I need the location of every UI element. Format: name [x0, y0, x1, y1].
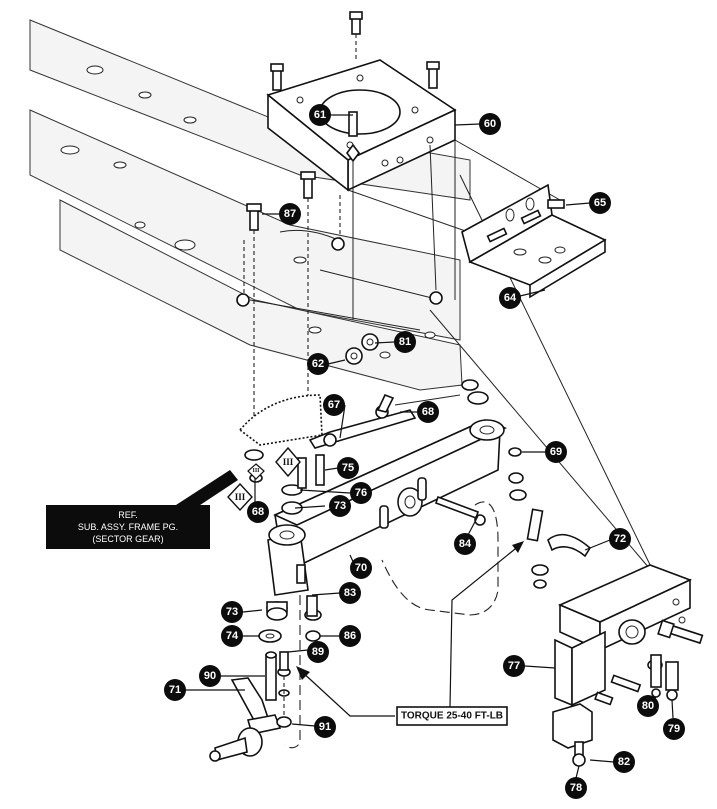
right-mount-plate [557, 564, 704, 652]
callout-67: 67 [323, 394, 345, 416]
svg-text:III: III [283, 457, 294, 467]
svg-text:72: 72 [614, 533, 626, 545]
svg-text:67: 67 [328, 399, 340, 411]
callout-68b: 68 [247, 501, 269, 523]
svg-text:71: 71 [169, 684, 181, 696]
callout-74: 74 [221, 625, 243, 647]
callout-82: 82 [613, 751, 635, 773]
svg-text:90: 90 [204, 670, 216, 682]
roman-mark-1: III [275, 446, 301, 478]
svg-text:69: 69 [550, 446, 562, 458]
svg-text:80: 80 [642, 700, 654, 712]
svg-text:68: 68 [252, 506, 264, 518]
callout-86: 86 [339, 625, 361, 647]
axle-beam-70 [267, 419, 508, 596]
callout-62: 62 [307, 353, 329, 375]
svg-text:91: 91 [319, 721, 331, 733]
bolts-87 [236, 171, 443, 430]
callout-81: 81 [394, 331, 416, 353]
callout-84: 84 [454, 533, 476, 555]
svg-text:III: III [235, 492, 246, 502]
callout-89: 89 [307, 641, 329, 663]
svg-text:64: 64 [504, 292, 517, 304]
svg-text:83: 83 [344, 587, 356, 599]
spindle-71 [209, 651, 282, 762]
svg-text:62: 62 [312, 358, 324, 370]
svg-text:68: 68 [422, 406, 434, 418]
nuts-62-81 [345, 333, 379, 365]
callout-61: 61 [309, 104, 331, 126]
callout-70: 70 [350, 557, 372, 579]
link-rod-68 [308, 393, 461, 449]
sector-gear [238, 394, 323, 446]
svg-text:III: III [252, 468, 260, 474]
callout-91: 91 [314, 716, 336, 738]
callout-64: 64 [499, 287, 521, 309]
callout-68a: 68 [417, 401, 439, 423]
ref-note: REF. SUB. ASSY. FRAME PG. (SECTOR GEAR) [46, 505, 210, 549]
svg-text:73: 73 [226, 606, 238, 618]
callout-60: 60 [479, 113, 501, 135]
svg-text:76: 76 [355, 487, 367, 499]
callout-77: 77 [503, 655, 525, 677]
svg-text:60: 60 [484, 118, 496, 130]
svg-text:(SECTOR GEAR): (SECTOR GEAR) [92, 534, 163, 544]
svg-text:SUB. ASSY. FRAME PG.: SUB. ASSY. FRAME PG. [78, 522, 178, 532]
bracket-64 [461, 183, 607, 299]
svg-text:89: 89 [312, 646, 324, 658]
tie-rod-72 [526, 508, 592, 589]
svg-text:82: 82 [618, 756, 630, 768]
svg-text:79: 79 [668, 723, 680, 735]
svg-text:TORQUE 25-40 FT-LB: TORQUE 25-40 FT-LB [401, 711, 503, 722]
svg-text:74: 74 [226, 630, 239, 642]
bracket-78 [552, 703, 593, 767]
callout-79: 79 [663, 718, 685, 740]
top-bolts [270, 11, 440, 163]
callout-73b: 73 [221, 601, 243, 623]
svg-text:73: 73 [334, 500, 346, 512]
callout-73a: 73 [329, 495, 351, 517]
lower-washers [258, 564, 322, 728]
callout-83: 83 [339, 582, 361, 604]
svg-text:86: 86 [344, 630, 356, 642]
callout-75: 75 [337, 457, 359, 479]
callout-90: 90 [199, 665, 221, 687]
hardware-79-80 [650, 654, 679, 701]
leader-lines [185, 114, 674, 779]
svg-text:81: 81 [399, 336, 411, 348]
svg-text:65: 65 [594, 197, 606, 209]
svg-text:77: 77 [508, 660, 520, 672]
svg-text:78: 78 [570, 782, 582, 794]
roman-mark-2: III [227, 482, 253, 512]
callout-72: 72 [609, 528, 631, 550]
svg-text:70: 70 [355, 562, 367, 574]
svg-text:84: 84 [459, 538, 472, 550]
spacers [244, 379, 527, 515]
callout-69: 69 [545, 441, 567, 463]
torque-note: TORQUE 25-40 FT-LB [396, 706, 508, 726]
svg-text:REF.: REF. [118, 510, 138, 520]
callout-87: 87 [279, 203, 301, 225]
rod-84 [434, 495, 486, 526]
svg-text:61: 61 [314, 109, 326, 121]
svg-text:87: 87 [284, 208, 296, 220]
callout-80: 80 [637, 695, 659, 717]
callout-78: 78 [565, 777, 587, 799]
callout-65: 65 [589, 192, 611, 214]
callout-71: 71 [164, 679, 186, 701]
callout-76: 76 [350, 482, 372, 504]
roman-mark-3: III [247, 463, 265, 480]
svg-text:75: 75 [342, 462, 354, 474]
